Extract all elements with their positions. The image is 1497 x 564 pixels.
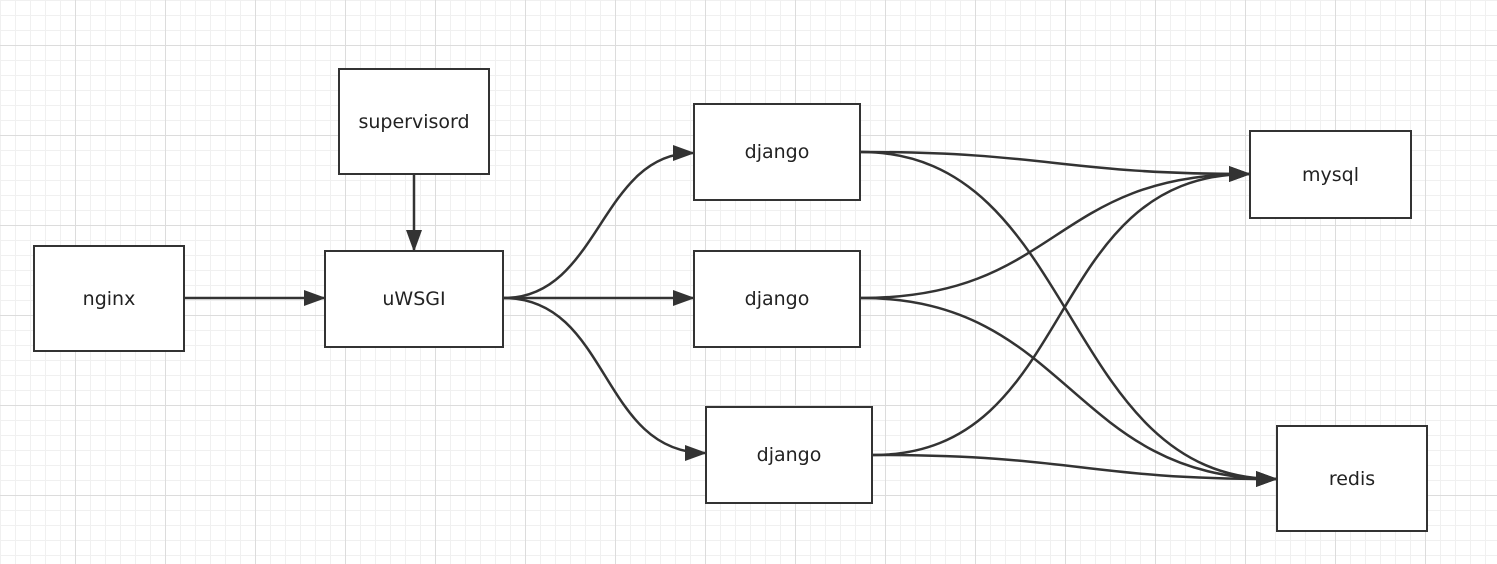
edge-django-1-to-redis [860,150,1278,487]
node-uwsgi[interactable]: uWSGI [324,250,504,348]
node-label-uwsgi: uWSGI [382,288,446,310]
node-label-supervisord: supervisord [358,110,470,133]
edge-django-2-to-mysql [860,166,1251,300]
edge-django-3-to-mysql [872,166,1251,457]
node-supervisord[interactable]: supervisord [338,68,490,175]
edge-django-1-to-mysql [860,150,1251,182]
edge-django-2-to-redis [860,296,1278,487]
node-label-mysql: mysql [1302,163,1359,186]
node-label-redis: redis [1328,467,1376,490]
edge-uwsgi-to-django-3 [503,296,707,461]
node-mysql[interactable]: mysql [1249,130,1412,219]
node-redis[interactable]: redis [1276,425,1428,532]
edge-django-3-to-redis [872,453,1278,487]
node-django-1[interactable]: django [693,103,861,201]
node-label-django-1: django [744,141,810,163]
node-nginx[interactable]: nginx [33,245,185,352]
node-django-2[interactable]: django [693,250,861,348]
edge-uwsgi-to-django-1 [503,145,695,300]
node-label-django-3: django [756,444,822,466]
node-label-nginx: nginx [82,287,136,310]
node-label-django-2: django [744,288,810,310]
node-django-3[interactable]: django [705,406,873,504]
